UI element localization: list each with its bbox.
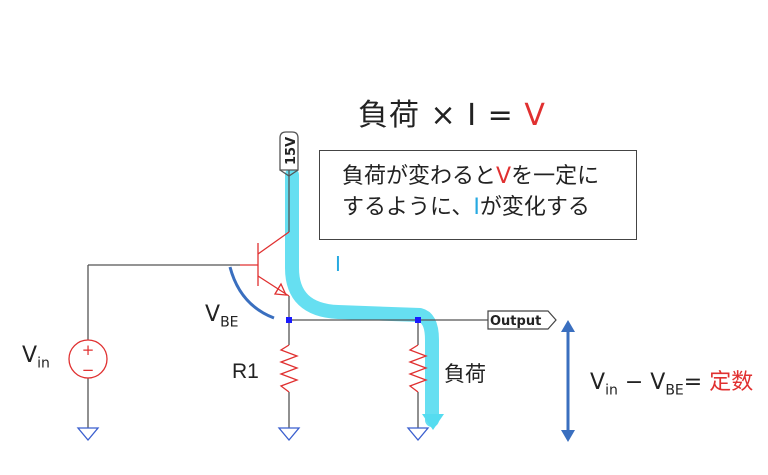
- vbe-arc: [228, 266, 275, 320]
- ground-load: [406, 427, 430, 442]
- note-line-1: 負荷が変わるとVを一定に: [342, 164, 600, 189]
- supply-label: 15V: [284, 137, 299, 165]
- ground-vin: [76, 427, 100, 442]
- node-output: [415, 317, 421, 323]
- transistor: [240, 231, 290, 297]
- source-minus: −: [82, 361, 95, 379]
- double-arrow: [561, 320, 575, 442]
- r1-label: R1: [232, 360, 259, 383]
- formula-v: V: [524, 98, 546, 133]
- node-emitter: [286, 317, 292, 323]
- voltage-source: [68, 339, 108, 379]
- source-plus: +: [82, 341, 95, 359]
- supply-flag-tip2: [288, 169, 299, 177]
- ground-r1: [277, 427, 301, 442]
- note-line-2: するように、Iが変化する: [342, 195, 590, 220]
- r1-resistor: [279, 344, 299, 393]
- current-label: I: [335, 252, 341, 276]
- current-arrowhead: [422, 414, 444, 430]
- current-path: [285, 168, 439, 427]
- formula-equals: =: [487, 98, 514, 133]
- supply-flag-tip: [279, 169, 290, 177]
- constant-formula: Vin − VBE= 定数: [590, 370, 754, 399]
- explanation-box: 負荷が変わるとVを一定に するように、Iが変化する: [319, 150, 637, 240]
- formula-load: 負荷: [358, 98, 420, 133]
- output-label: Output: [490, 314, 541, 329]
- formula-times: ×: [430, 98, 457, 133]
- formula-i: I: [467, 98, 478, 133]
- vin-label: Vin: [22, 343, 50, 372]
- vbe-label: VBE: [205, 302, 239, 331]
- load-label: 負荷: [444, 362, 486, 386]
- load-resistor: [408, 344, 428, 393]
- output-flag: [487, 310, 557, 330]
- main-formula: 負荷 × I = V: [358, 90, 546, 134]
- supply-flag: [279, 131, 299, 171]
